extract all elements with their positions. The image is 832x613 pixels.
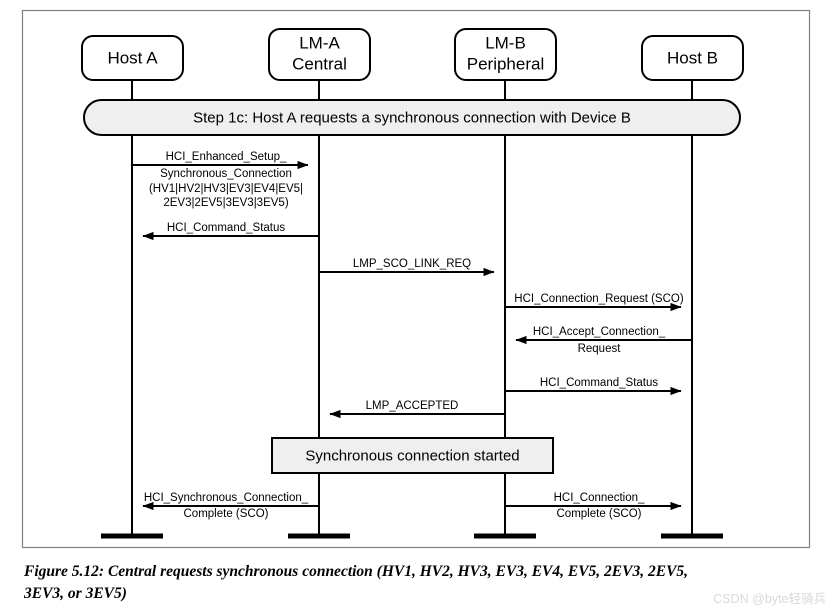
participant-label-host-a: Host A xyxy=(107,48,158,67)
participant-label-lm-a-line1: LM-A xyxy=(299,33,340,52)
step-banner: Step 1c: Host A requests a synchronous c… xyxy=(83,99,741,136)
participant-box-lm-a[interactable] xyxy=(268,28,371,81)
message-hci-enhanced-setup-synchronous-connection: HCI_Enhanced_Setup_ Synchronous_Connecti… xyxy=(132,151,309,209)
participant-box-host-a[interactable] xyxy=(81,35,184,81)
message-label-hci-enhanced-setup-l2: Synchronous_Connection xyxy=(160,168,292,180)
watermark: CSDN @byte轻骑兵 xyxy=(713,592,826,606)
message-label-hci-enhanced-setup-l4: 2EV3|2EV5|3EV3|3EV5) xyxy=(163,197,288,209)
message-label-hci-accept-connection-request-l2: Request xyxy=(578,343,622,355)
message-hci-command-status-b: HCI_Command_Status xyxy=(505,377,682,396)
participant-label-host-b: Host B xyxy=(667,48,718,67)
participant-box-lm-b[interactable] xyxy=(454,28,557,81)
message-label-hci-connection-request-sco: HCI_Connection_Request (SCO) xyxy=(514,293,684,305)
message-hci-connection-request-sco: HCI_Connection_Request (SCO) xyxy=(505,293,684,312)
message-label-hci-command-status-b: HCI_Command_Status xyxy=(540,377,658,389)
message-label-hci-enhanced-setup-l1: HCI_Enhanced_Setup_ xyxy=(166,151,287,163)
figure-caption-line-1: Figure 5.12: Central requests synchronou… xyxy=(23,563,688,580)
participant-label-lm-a-line2: Central xyxy=(292,54,347,73)
message-label-lmp-accepted: LMP_ACCEPTED xyxy=(366,400,459,412)
message-lmp-accepted: LMP_ACCEPTED xyxy=(329,400,505,419)
note-synchronous-connection-started: Synchronous connection started xyxy=(271,437,554,474)
message-label-hci-command-status-a: HCI_Command_Status xyxy=(167,222,285,234)
participant-lm-b[interactable]: LM-B Peripheral xyxy=(454,28,557,81)
message-label-hci-conn-complete-l1: HCI_Connection_ xyxy=(554,492,645,504)
step-banner-box xyxy=(83,99,741,136)
note-box xyxy=(271,437,554,474)
participant-host-b[interactable]: Host B xyxy=(641,35,744,81)
step-banner-label: Step 1c: Host A requests a synchronous c… xyxy=(193,109,631,126)
message-label-hci-conn-complete-l2: Complete (SCO) xyxy=(557,508,642,520)
participant-lm-a[interactable]: LM-A Central xyxy=(268,28,371,81)
message-label-hci-sync-conn-complete-l2: Complete (SCO) xyxy=(184,508,269,520)
message-label-hci-enhanced-setup-l3: (HV1|HV2|HV3|EV3|EV4|EV5| xyxy=(149,183,303,195)
participant-box-host-b[interactable] xyxy=(641,35,744,81)
message-label-lmp-sco-link-req: LMP_SCO_LINK_REQ xyxy=(353,258,471,270)
figure-caption-line-2: 3EV3, or 3EV5) xyxy=(23,585,127,602)
message-hci-command-status-a: HCI_Command_Status xyxy=(142,222,319,241)
message-lmp-sco-link-req: LMP_SCO_LINK_REQ xyxy=(319,258,495,277)
message-hci-connection-complete-sco: HCI_Connection_ Complete (SCO) xyxy=(505,492,682,520)
message-label-hci-sync-conn-complete-l1: HCI_Synchronous_Connection_ xyxy=(144,492,309,504)
note-label: Synchronous connection started xyxy=(305,447,519,464)
message-hci-synchronous-connection-complete-sco: HCI_Synchronous_Connection_ Complete (SC… xyxy=(142,492,319,520)
participant-label-lm-b-line2: Peripheral xyxy=(467,54,545,73)
figure-frame xyxy=(21,9,811,549)
message-hci-accept-connection-request: HCI_Accept_Connection_ Request xyxy=(515,326,692,355)
participant-host-a[interactable]: Host A xyxy=(81,35,184,81)
message-label-hci-accept-connection-request-l1: HCI_Accept_Connection_ xyxy=(533,326,666,338)
participant-label-lm-b-line1: LM-B xyxy=(485,33,526,52)
